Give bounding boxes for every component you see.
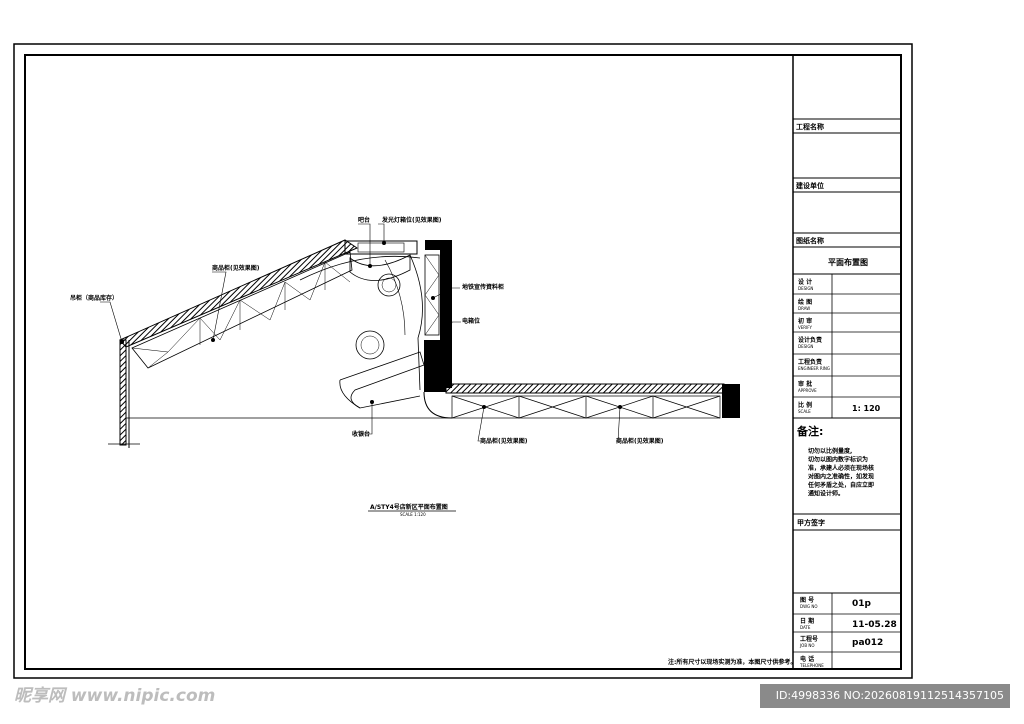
- tb-remark-line: 任何矛盾之处，自应立即: [807, 481, 874, 489]
- tb-row-label: 工程负责: [798, 358, 822, 366]
- callout-lightbox: 发光灯箱位(见效果图): [381, 216, 442, 224]
- inner-border: [24, 54, 902, 670]
- callout-cabinet-bottom-2: 商品柜(见效果图): [616, 437, 664, 445]
- tb-bottom-value: pa012: [852, 638, 883, 648]
- stool-2: [355, 330, 385, 360]
- left-wall: [119, 339, 127, 446]
- stool-1: [377, 273, 401, 297]
- watermark-left: 昵享网 www.nipic.com: [14, 686, 216, 706]
- tb-bottom-label: 图 号: [800, 596, 814, 604]
- tb-remark-line: 切勿以图内数字标识为: [808, 456, 868, 464]
- tb-bottom-sublabel: JOB NO: [799, 643, 814, 648]
- tb-project-name: 工程名称: [796, 122, 824, 131]
- tb-row-value: 1: 120: [852, 404, 881, 413]
- bottom-cabinets: [451, 395, 721, 419]
- tb-bottom-sublabel: DATE: [800, 625, 811, 630]
- plan-title: A/STY4号店新区平面布置图: [370, 503, 448, 511]
- tb-row-label: 设计负责: [798, 336, 822, 344]
- callout-cabinet-bottom-1: 商品柜(见效果图): [480, 437, 528, 445]
- tb-drawing-name-label: 图纸名称: [796, 236, 824, 245]
- tb-bottom-sublabel: TELEPHONE: [799, 663, 824, 668]
- outer-border: [13, 43, 913, 679]
- callout-promo-frame: 地铁宣传資料柜: [462, 283, 504, 291]
- tb-remark-line: 准，承建人必须在现场核: [808, 464, 874, 472]
- tb-remark-line: 对图内之准确性，如发现: [808, 473, 874, 481]
- tb-bottom-label: 电 话: [800, 655, 814, 663]
- callout-counter: 吧台: [358, 216, 370, 224]
- tb-row-sublabel: DESIGN: [798, 286, 813, 291]
- tb-row-sublabel: VERIFY: [798, 325, 813, 330]
- floor-plan: 吊柜（商品库存） 商品柜(见效果图) 吧台 发光灯箱位(见效果图) 地铁宣传資料…: [70, 216, 796, 666]
- tb-bottom-sublabel: DWG NO: [800, 604, 818, 609]
- callout-cashier: 收银台: [352, 430, 370, 438]
- callout-hanger: 吊柜（商品库存）: [70, 294, 118, 302]
- tb-bottom-value: 11-05.28: [852, 620, 897, 630]
- tb-remarks-text: 切勿以比例量度,切勿以图内数字标识为准，承建人必须在现场核对图内之准确性，如发现…: [807, 447, 874, 498]
- tb-row-label: 绘 图: [798, 298, 812, 306]
- tb-row-sublabel: DESIGN: [798, 344, 813, 349]
- counter: [349, 254, 411, 281]
- right-wall-top: [425, 240, 451, 250]
- diagonal-wall: [119, 239, 359, 348]
- bottom-wall-end: [722, 384, 740, 418]
- tb-row-sublabel: ENGINEER RING: [798, 366, 830, 371]
- tb-row-sublabel: SCALE: [798, 409, 811, 414]
- watermark-right: ID:4998336 NO:20260819112514357105: [760, 684, 1010, 708]
- drawing-note: 注:所有尺寸以现场实测为准，本图尺寸供参考。: [668, 658, 796, 666]
- tb-drawing-name: 平面布置图: [828, 257, 868, 267]
- tb-row-label: 初 审: [798, 317, 812, 325]
- tb-remarks-title: 备注:: [796, 424, 823, 438]
- plan-scale: SCALE 1:120: [400, 512, 426, 517]
- bottom-wall: [445, 383, 725, 394]
- tb-remark-line: 通知设计师。: [808, 490, 844, 498]
- tb-bottom-label: 日 期: [800, 617, 814, 625]
- tb-row-sublabel: APPROVE: [798, 388, 817, 393]
- tb-bottom-value: 01p: [852, 599, 872, 609]
- promo-rack: [424, 254, 440, 336]
- lightbox: [344, 240, 418, 255]
- tb-party-sign: 甲方签字: [797, 518, 825, 527]
- callout-electric: 电箱位: [462, 317, 480, 325]
- tb-remark-line: 切勿以比例量度,: [808, 447, 852, 455]
- tb-row-label: 审 批: [798, 380, 812, 388]
- cashier: [339, 351, 425, 409]
- tb-bottom-label: 工程号: [800, 635, 818, 643]
- electric-box: [424, 340, 446, 392]
- tb-row-sublabel: DRAW: [798, 306, 810, 311]
- tb-row-label: 比 例: [798, 401, 812, 409]
- tb-row-label: 设 计: [798, 278, 812, 286]
- diagonal-cabinet: [131, 251, 353, 369]
- callout-cabinet-top: 商品柜(见效果图): [212, 264, 260, 272]
- tb-owner: 建设单位: [796, 181, 824, 190]
